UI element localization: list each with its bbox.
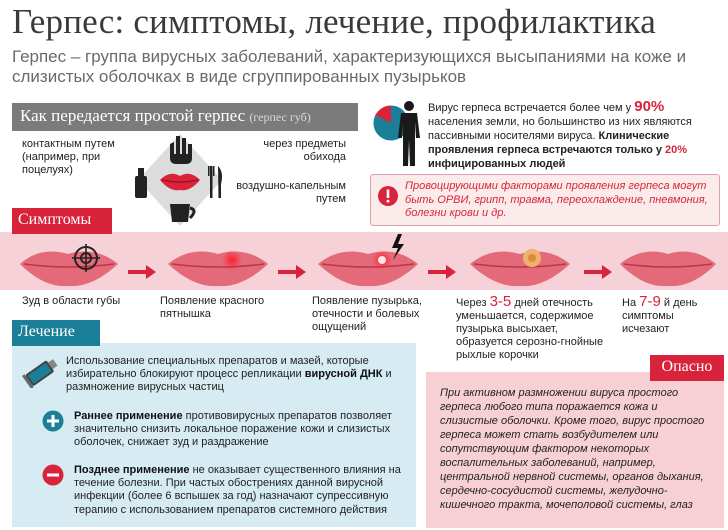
stats-bold-end: инфицированных людей (428, 158, 566, 170)
treatment-header: Лечение (12, 320, 100, 346)
lips-stage-4 (470, 249, 570, 287)
symptom-caption-2: Появление красного пятнышка (160, 295, 265, 320)
page-title: Герпес: симптомы, лечение, профилактика (12, 2, 657, 41)
ointment-tube-icon (22, 359, 58, 388)
warning-box: Провоцирующими факторами проявления герп… (370, 174, 720, 226)
treatment-p1: Использование специальных препаратов и м… (66, 355, 406, 395)
symptom-5-num: 7-9 (639, 293, 661, 310)
stats-text: Вирус герпеса встречается более чем у 90… (428, 98, 720, 171)
danger-text: При активном размножении вируса простого… (440, 387, 705, 511)
transmission-items: через предметы обихода (263, 138, 346, 163)
target-icon (72, 244, 100, 272)
arrow-right-icon (428, 265, 456, 279)
treatment-p1-end: и размножение вирусных частиц (66, 368, 392, 394)
treatment-p3-text: не оказывает существенного влияния на те… (74, 464, 401, 516)
transmission-diagram (135, 134, 222, 226)
man-silhouette-icon (398, 101, 420, 166)
symptom-4-post: дней отечность уменьшается, содержимое п… (456, 297, 604, 361)
hand-icon (170, 136, 192, 164)
symptom-caption-5: На 7-9 й день симптомы исчезают (622, 293, 722, 336)
symptom-caption-1: Зуд в области губы (22, 295, 121, 307)
treatment-p2: Раннее применение противовирусных препар… (74, 410, 406, 450)
arrow-right-icon (584, 265, 612, 279)
danger-header: Опасно (650, 355, 724, 381)
lightning-icon (392, 234, 404, 260)
transmission-title: Как передается простой герпес (20, 106, 246, 125)
symptom-4-pre: Через (456, 297, 487, 309)
transmission-header: Как передается простой герпес (герпес гу… (12, 103, 358, 131)
symptom-caption-4: Через 3-5 дней отечность уменьшается, со… (456, 293, 606, 362)
stats-line1-end: населения земли, но большинство из них я… (428, 116, 692, 142)
transmission-airborne: воздушно-капельным путем (236, 180, 346, 205)
lips-stage-2 (168, 250, 268, 287)
transmission-title-note: (герпес губ) (249, 110, 311, 124)
symptom-caption-3: Появление пузырька, отечности и болевых … (312, 295, 422, 333)
arrow-right-icon (278, 265, 306, 279)
stats-percent-main: 90% (634, 98, 665, 115)
lips-stage-1 (20, 251, 118, 287)
danger-panel (426, 372, 724, 528)
stats-line1: Вирус герпеса встречается более чем у (428, 102, 632, 114)
symptom-4-num: 3-5 (489, 293, 512, 310)
warning-text: Провоцирующими факторами проявления герп… (405, 180, 708, 219)
lips-stage-5 (620, 251, 716, 287)
treatment-p2-text: противовирусных препаратов позволяет зна… (74, 410, 392, 449)
bottle-icon (135, 168, 147, 198)
treatment-p1-start: Использование специальных препаратов и м… (66, 355, 369, 381)
plus-icon (42, 410, 64, 432)
treatment-p1-bold: вирусной ДНК (304, 368, 383, 381)
arrow-right-icon (128, 265, 156, 279)
page-subtitle: Герпес – группа вирусных заболеваний, ха… (12, 47, 687, 86)
symptom-5-pre: На (622, 297, 637, 309)
lips-stage-3 (318, 250, 418, 287)
transmission-contact: контактным путем (например, при поцелуях… (22, 138, 115, 176)
cup-icon (170, 204, 196, 222)
treatment-panel (12, 343, 416, 527)
treatment-p3-bold: Позднее применение (74, 464, 190, 476)
fork-knife-icon (208, 166, 222, 198)
stats-bold-start: Клинические проявления герпеса встречают… (428, 130, 670, 156)
symptoms-header: Симптомы (12, 208, 112, 234)
lips-icon (160, 173, 200, 191)
treatment-p2-bold: Раннее применение (74, 410, 183, 422)
symptom-5-post: й день симптомы исчезают (622, 297, 698, 335)
symptom-stages (20, 234, 716, 287)
exclamation-icon (378, 186, 398, 206)
treatment-p3: Позднее применение не оказывает существе… (74, 464, 406, 517)
stats-percent-clinical: 20% (665, 144, 688, 156)
minus-icon (42, 464, 64, 486)
